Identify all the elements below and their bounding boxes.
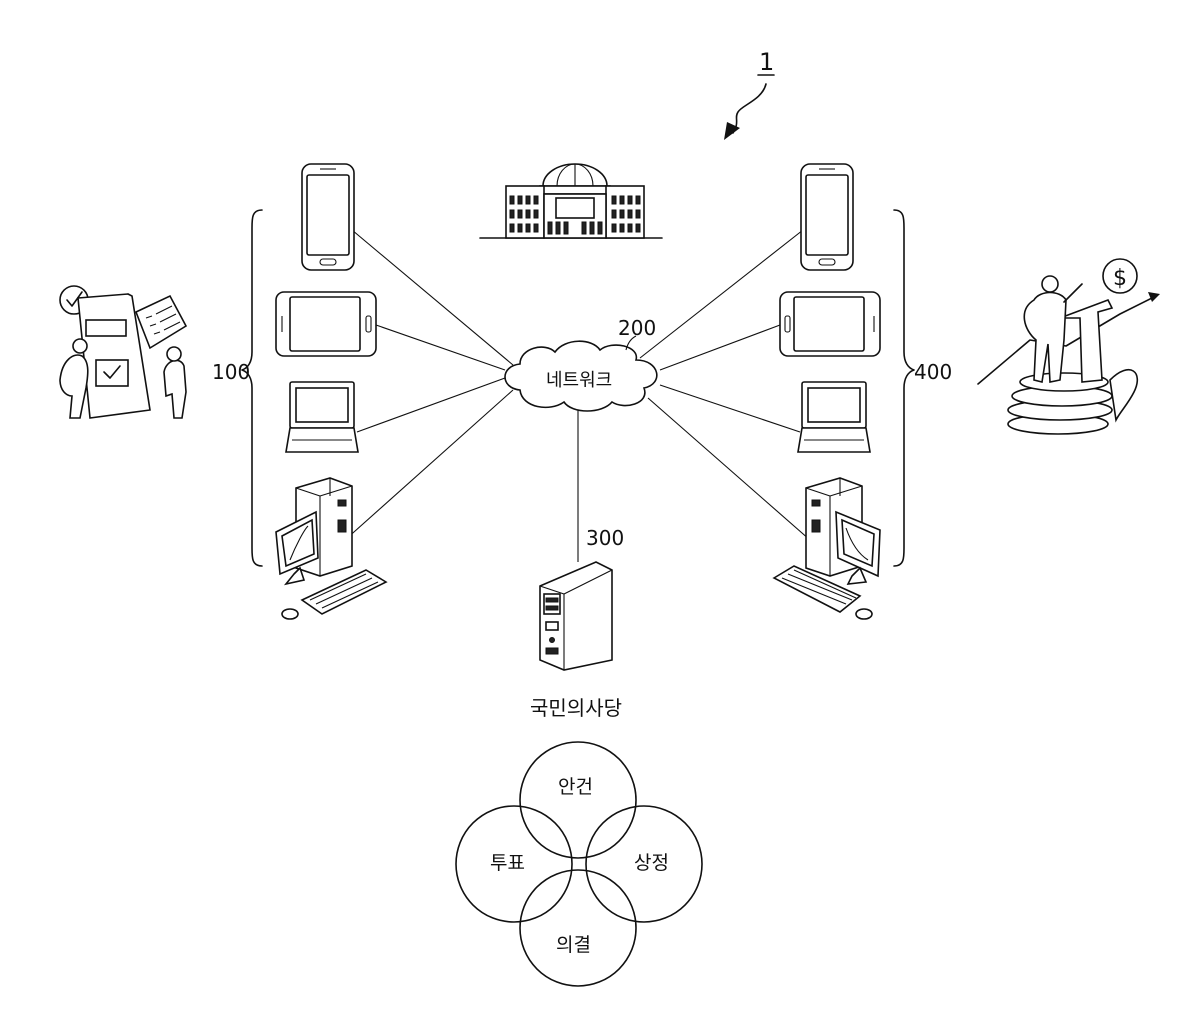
line-phone-right-to-network bbox=[640, 230, 803, 358]
left-group-brace bbox=[242, 210, 262, 566]
tablet-icon bbox=[780, 292, 880, 356]
system-ref-label: 1 bbox=[759, 48, 774, 76]
server-title-label: 국민의사당 bbox=[530, 692, 622, 721]
line-desktop-right-to-network bbox=[648, 398, 810, 540]
desktop-computer-icon bbox=[276, 478, 386, 619]
venn-label-submission: 상정 bbox=[634, 848, 669, 875]
venn-label-resolution: 의결 bbox=[556, 930, 591, 957]
speaker-podium-dollar-icon: $ bbox=[978, 259, 1160, 434]
left-group-ref-label: 100 bbox=[212, 360, 250, 384]
line-desktop-left-to-network bbox=[345, 390, 513, 540]
venn-label-vote: 투표 bbox=[490, 848, 525, 875]
laptop-icon bbox=[798, 382, 870, 452]
national-assembly-building-icon bbox=[480, 164, 662, 238]
right-group-ref-label: 400 bbox=[914, 360, 952, 384]
venn-circle-agenda bbox=[520, 742, 636, 858]
line-tablet-left-to-network bbox=[376, 325, 505, 370]
venn-circle-resolution bbox=[520, 870, 636, 986]
dollar-sign-icon: $ bbox=[1113, 266, 1127, 291]
system-ref-arrow bbox=[724, 75, 774, 140]
server-ref-label: 300 bbox=[586, 526, 624, 550]
server-tower-icon bbox=[540, 562, 612, 670]
voting-people-icon bbox=[60, 286, 186, 418]
smartphone-icon bbox=[801, 164, 853, 270]
network-ref-label: 200 bbox=[618, 316, 656, 340]
line-laptop-left-to-network bbox=[357, 378, 505, 432]
venn-label-agenda: 안건 bbox=[558, 772, 593, 799]
line-tablet-right-to-network bbox=[660, 325, 780, 370]
network-label: 네트워크 bbox=[546, 366, 612, 392]
tablet-icon bbox=[276, 292, 376, 356]
line-laptop-right-to-network bbox=[660, 385, 800, 432]
right-group-brace bbox=[894, 210, 914, 566]
smartphone-icon bbox=[302, 164, 354, 270]
desktop-computer-icon bbox=[774, 478, 880, 619]
laptop-icon bbox=[286, 382, 358, 452]
